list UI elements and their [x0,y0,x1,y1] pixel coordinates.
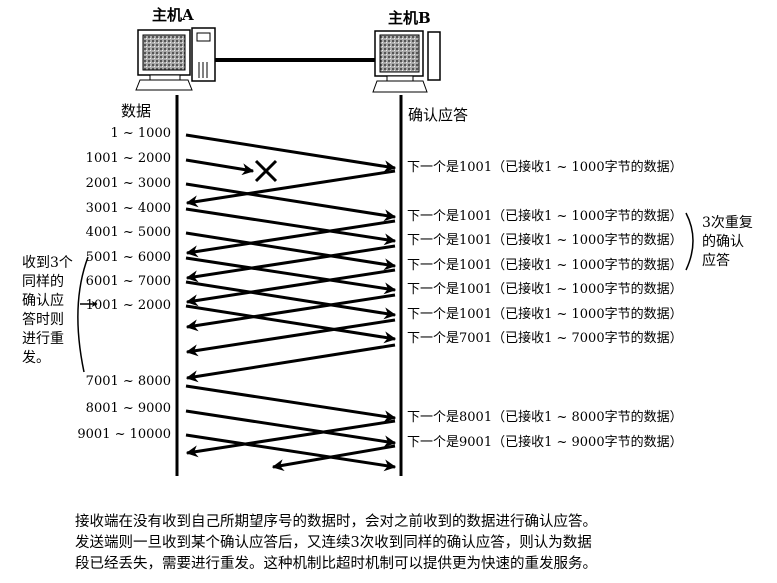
data-arrow [185,231,397,271]
note-line: 发。 [22,350,50,366]
ack-label: 下一个是1001（已接收1 ~ 1000字节的数据） [407,307,683,322]
data-arrow [185,384,397,423]
sender-column-heading: 数据 [121,102,152,120]
ack-label: 下一个是1001（已接收1 ~ 1000字节的数据） [407,209,683,224]
ack-arrow [185,244,396,283]
segment-label: 8001 ~ 9000 [85,401,171,416]
ack-arrow [185,219,396,258]
dup-ack-brace [685,212,694,271]
ack-arrow [185,419,396,458]
data-arrow [185,133,397,173]
data-arrow [185,409,397,448]
note-line: 3次重复 [702,215,753,231]
ack-arrow [185,293,396,332]
data-arrow [185,304,397,344]
note-line: 同样的 [22,274,64,290]
note-line: 应答 [702,253,730,269]
receiver-column-heading: 确认应答 [408,106,469,124]
ack-label: 下一个是9001（已接收1 ~ 9000字节的数据） [407,435,683,450]
ack-label: 下一个是8001（已接收1 ~ 8000字节的数据） [407,410,683,425]
data-arrow [185,256,397,295]
segment-label: 5001 ~ 6000 [85,250,171,265]
caption: 接收端在没有收到自己所期望序号的数据时，会对之前收到的数据进行确认应答。 发送端… [75,512,597,575]
note-line: 答时则 [22,312,64,328]
segment-label: 2001 ~ 3000 [85,176,171,191]
note-line: 进行重 [22,331,64,347]
data-arrow [185,280,397,320]
segment-label: 3001 ~ 4000 [85,201,171,216]
caption-line: 发送端则一旦收到某个确认应答后，又连续3次收到同样的确认应答，则认为数据 [75,535,592,551]
ack-arrow [185,268,396,307]
ack-label: 下一个是1001（已接收1 ~ 1000字节的数据） [407,160,683,175]
segment-label: 7001 ~ 8000 [85,374,171,389]
segment-label: 1001 ~ 2000 [85,298,171,313]
ack-label: 下一个是1001（已接收1 ~ 1000字节的数据） [407,258,683,273]
segment-label: 1001 ~ 2000 [85,151,171,166]
ack-label: 下一个是1001（已接收1 ~ 1000字节的数据） [407,282,683,297]
caption-line: 接收端在没有收到自己所期望序号的数据时，会对之前收到的数据进行确认应答。 [75,514,597,530]
data-lost-arrow [185,158,255,176]
ack-arrow [185,343,396,383]
data-arrow [185,433,397,472]
host-b-computer-icon [372,30,441,93]
host-b-label: 主机B [388,9,431,27]
segment-label: 4001 ~ 5000 [85,225,171,240]
segment-label: 1 ~ 1000 [110,126,171,141]
ack-label: 下一个是1001（已接收1 ~ 1000字节的数据） [407,233,683,248]
segment-label: 9001 ~ 10000 [77,427,171,442]
ack-arrow [185,169,396,208]
ack-label: 下一个是7001（已接收1 ~ 7000字节的数据） [407,331,683,346]
note-line: 的确认 [702,234,744,250]
ack-arrow [271,444,396,472]
data-arrow [185,207,397,246]
host-a-label: 主机A [152,6,194,24]
retransmit-brace [77,256,89,373]
data-arrow [185,182,397,222]
lost-packet-x-icon [254,159,278,183]
note-line: 确认应 [22,293,64,309]
host-a-computer-icon [135,27,216,91]
network-cable [215,58,375,62]
caption-line: 段已经丢失，需要进行重发。这种机制比超时机制可以提供更为快速的重发服务。 [75,556,597,572]
ack-arrow [185,318,396,357]
note-line: 收到3个 [22,255,73,271]
segment-label: 6001 ~ 7000 [85,274,171,289]
